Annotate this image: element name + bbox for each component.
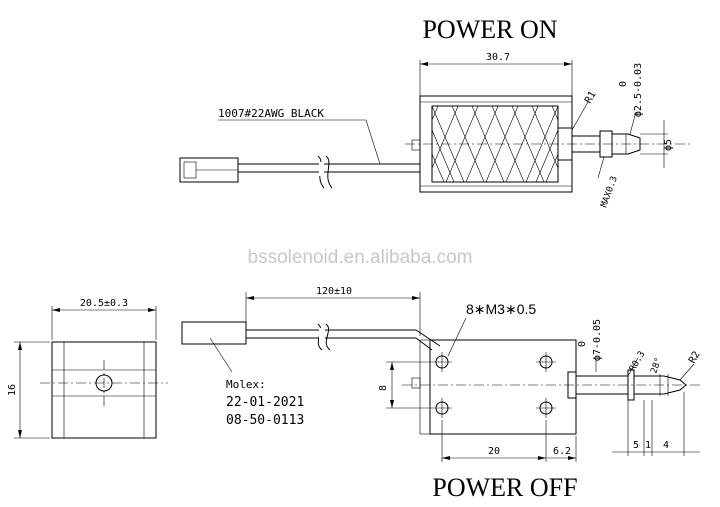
dim-angle-label: 28° xyxy=(649,356,664,375)
dim-5-label: 5 xyxy=(633,440,639,451)
dim-height-label: 16 xyxy=(7,384,18,396)
dim-shaft-label: ϕ2.5-0.03 xyxy=(633,63,644,117)
dim-hole-spacing-label: 20 xyxy=(488,446,500,457)
dim-screws-label: 8∗M3∗0.5 xyxy=(466,301,536,317)
side-frame xyxy=(51,341,157,439)
dim-r1-label: R1 xyxy=(583,90,599,106)
dim-max-label: MAX0.3 xyxy=(599,175,620,209)
watermark-text: bssolenoid.en.alibaba.com xyxy=(248,247,473,268)
dim-width-label: 20.5±0.3 xyxy=(80,298,128,309)
side-view: 20.5±0.3 16 xyxy=(7,298,168,439)
connector-brand: Molex: xyxy=(226,378,266,391)
dim-r03-label: R0.3 xyxy=(628,350,648,374)
connector-part-1: 22-01-2021 xyxy=(226,395,304,410)
dim-wire-length-label: 120±10 xyxy=(316,286,352,297)
bottom-frame xyxy=(429,339,577,435)
wire-label: 1007#22AWG BLACK xyxy=(218,107,324,120)
dim-edge-label: 6.2 xyxy=(553,446,571,457)
dim-4-label: 4 xyxy=(663,440,669,451)
title-power-off: POWER OFF xyxy=(432,473,577,502)
dim-1-label: 1 xyxy=(645,440,651,451)
bottom-view: 120±10 Molex: 22-01-2021 08-50-0113 8∗M xyxy=(181,286,703,462)
dim-mount-height-label: 8 xyxy=(378,385,389,391)
connector-part-2: 08-50-0113 xyxy=(226,413,304,428)
dim-shaft-tol: 0 xyxy=(618,81,629,87)
dim-body-tol: 0 xyxy=(577,341,588,347)
bottom-plunger-tip xyxy=(634,375,687,395)
top-view: 30.7 ϕ5 0 ϕ2.5-0.03 R1 MAX0.3 xyxy=(179,52,690,209)
dim-r2-label: R2 xyxy=(687,350,703,366)
plunger-tip xyxy=(612,133,641,155)
bottom-connector xyxy=(181,321,247,345)
title-power-on: POWER ON xyxy=(422,15,557,44)
dim-length-label: 30.7 xyxy=(486,52,510,63)
dim-tip-label: ϕ5 xyxy=(663,139,674,151)
dim-body-label: ϕ7-0.05 xyxy=(592,319,603,361)
